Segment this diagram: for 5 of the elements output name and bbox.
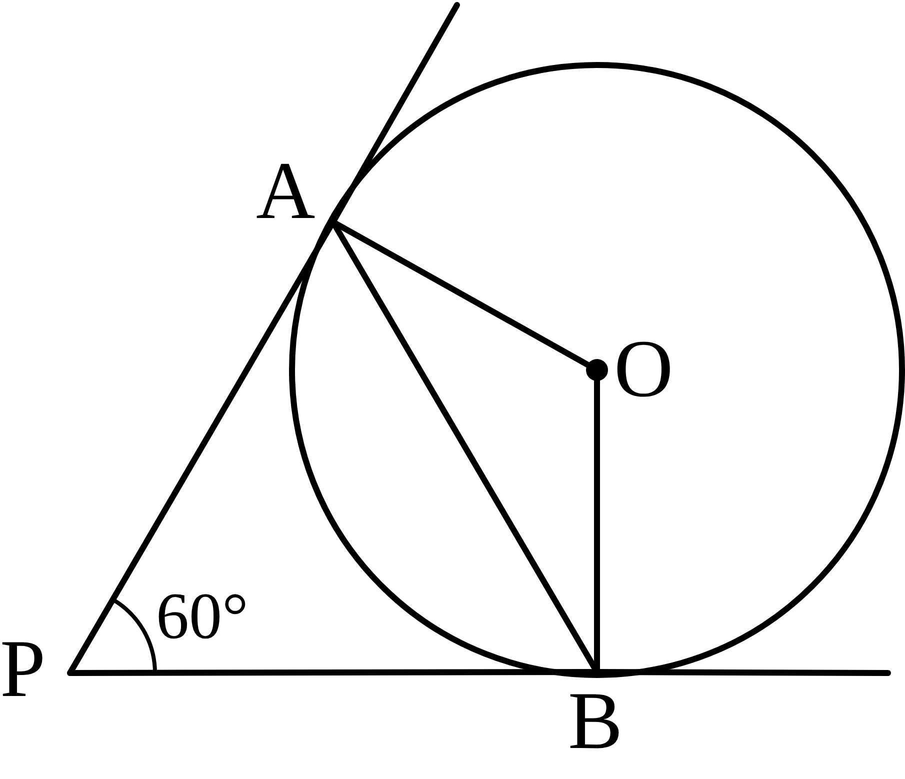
- angle-label: 60°: [156, 584, 248, 650]
- point-label: P: [0, 628, 46, 710]
- point-label: A: [256, 150, 316, 232]
- point-label: B: [568, 680, 623, 762]
- point-label: O: [614, 328, 674, 410]
